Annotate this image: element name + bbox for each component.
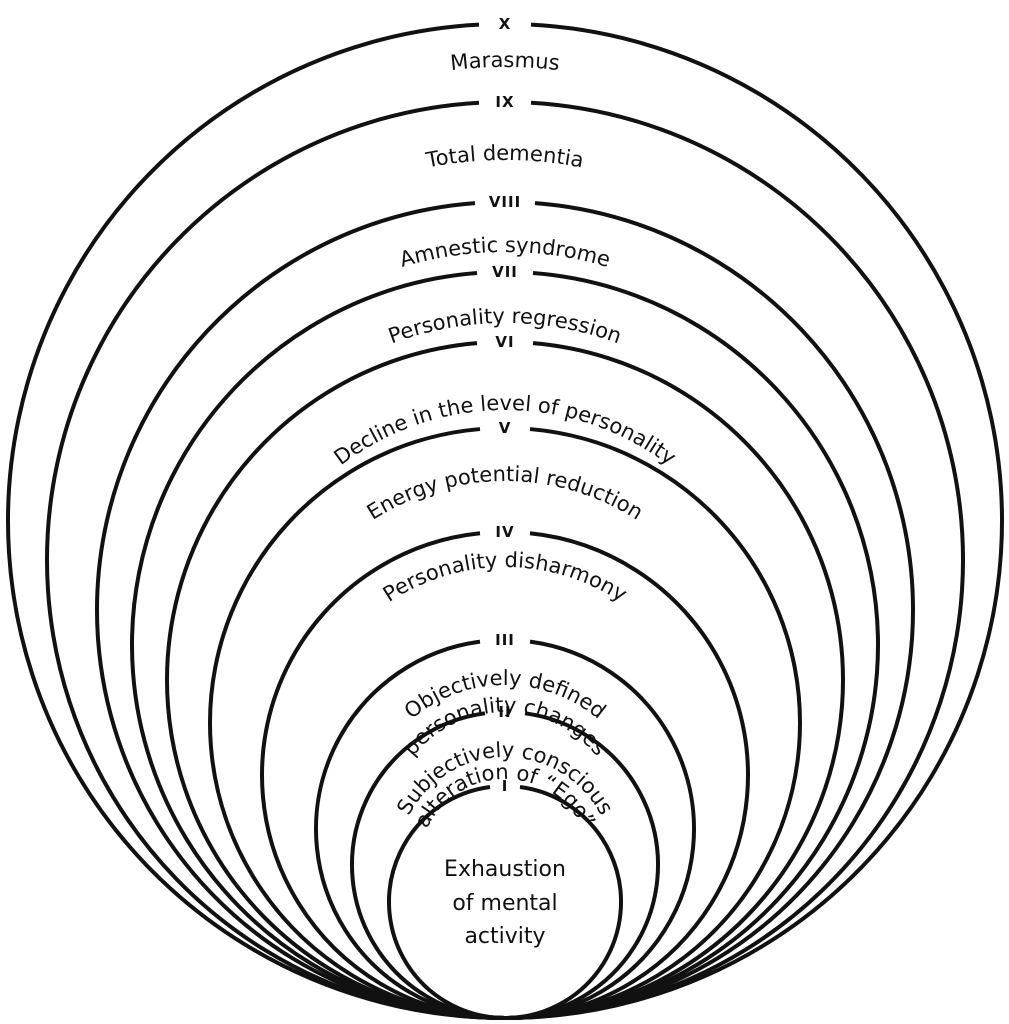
stage-ring: [387, 784, 623, 1020]
stage-numeral: X: [499, 15, 512, 33]
stage-numeral: VI: [495, 333, 514, 351]
stage-numeral: V: [499, 419, 512, 437]
stage-numeral: III: [495, 631, 515, 649]
center-label: Exhaustion of mental activity: [444, 857, 566, 949]
stage-numeral: I: [502, 777, 509, 795]
stage-numeral: II: [498, 703, 511, 721]
stage-numeral: VIII: [489, 193, 521, 211]
stage-label: Personality disharmony: [379, 548, 631, 607]
stage-numeral: IX: [495, 93, 514, 111]
stage-label: Energy potential reduction: [363, 462, 648, 525]
center-line-3: activity: [464, 924, 545, 949]
center-line-1: Exhaustion: [444, 857, 566, 882]
stage-numeral: IV: [495, 523, 514, 541]
stage-label: Total dementia: [423, 141, 585, 173]
stage-label: Marasmus: [449, 48, 561, 75]
ring-group: [6, 22, 1004, 1020]
center-line-2: of mental: [452, 891, 557, 916]
stage-numeral: VII: [492, 263, 518, 281]
